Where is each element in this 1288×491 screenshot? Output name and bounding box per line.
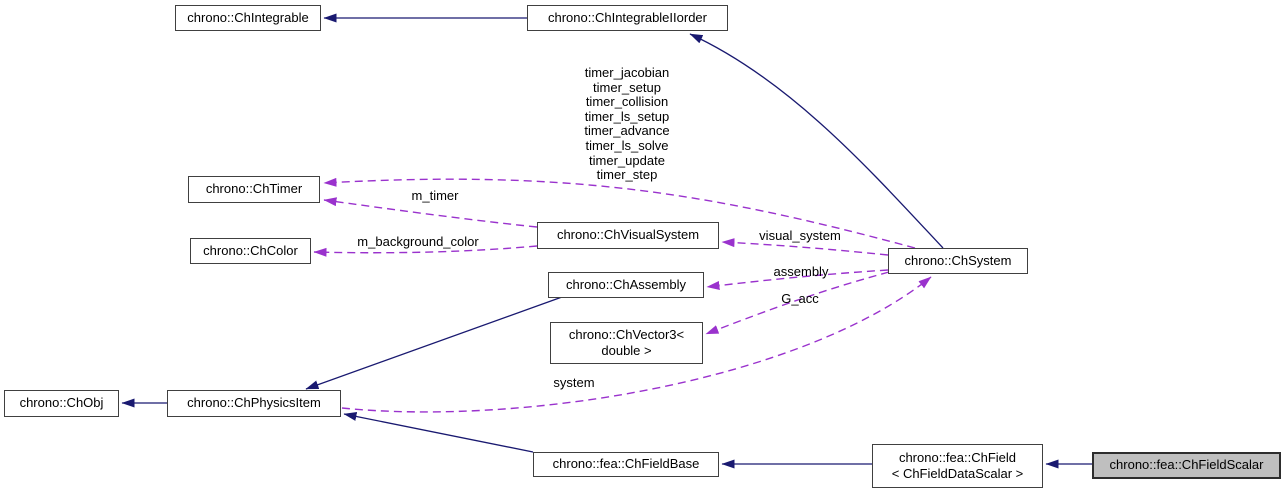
edge-usage-chsystem-to-chvector3 bbox=[705, 271, 890, 335]
node-chobj[interactable]: chrono::ChObj bbox=[4, 390, 119, 417]
edge-inherit-chassembly-to-chphysicsitem bbox=[305, 296, 563, 390]
node-chfieldbase[interactable]: chrono::fea::ChFieldBase bbox=[533, 452, 719, 477]
edge-label-timers: timer_jacobian timer_setup timer_collisi… bbox=[584, 65, 670, 183]
edge-usage-chvisualsystem-to-chcolor bbox=[313, 245, 538, 257]
edge-label-assembly: assembly bbox=[773, 264, 829, 279]
node-chphysicsitem[interactable]: chrono::ChPhysicsItem bbox=[167, 390, 341, 417]
edge-inherit-chfieldbase-to-chphysicsitem bbox=[343, 412, 534, 453]
edge-usage-chphysicsitem-to-chsystem bbox=[341, 276, 932, 413]
node-chassembly[interactable]: chrono::ChAssembly bbox=[548, 272, 704, 298]
edge-usage-chsystem-to-chassembly bbox=[706, 269, 889, 290]
node-chsystem[interactable]: chrono::ChSystem bbox=[888, 248, 1028, 274]
edge-label-m-timer: m_timer bbox=[411, 188, 459, 203]
node-chintegrable[interactable]: chrono::ChIntegrable bbox=[175, 5, 321, 31]
node-chfield[interactable]: chrono::fea::ChField < ChFieldDataScalar… bbox=[872, 444, 1043, 488]
node-chfieldscalar: chrono::fea::ChFieldScalar bbox=[1092, 452, 1281, 479]
node-chvector3[interactable]: chrono::ChVector3< double > bbox=[550, 322, 703, 364]
node-chcolor[interactable]: chrono::ChColor bbox=[190, 238, 311, 264]
edge-inherit-chsystem-to-chintegrableiiorder bbox=[689, 33, 944, 249]
node-chintegrableiiorder[interactable]: chrono::ChIntegrableIIorder bbox=[527, 5, 728, 31]
edge-usage-chvisualsystem-to-chtimer bbox=[323, 197, 538, 228]
node-chtimer[interactable]: chrono::ChTimer bbox=[188, 176, 320, 203]
edge-label-visual-system: visual_system bbox=[759, 228, 841, 243]
node-chvisualsystem[interactable]: chrono::ChVisualSystem bbox=[537, 222, 719, 249]
edge-label-g-acc: G_acc bbox=[781, 291, 819, 306]
edge-label-m-background-color: m_background_color bbox=[357, 234, 479, 249]
edge-usage-chsystem-to-chvisualsystem bbox=[721, 238, 889, 256]
edge-usage-chsystem-to-chtimer bbox=[323, 177, 916, 249]
edge-label-system: system bbox=[553, 375, 595, 390]
